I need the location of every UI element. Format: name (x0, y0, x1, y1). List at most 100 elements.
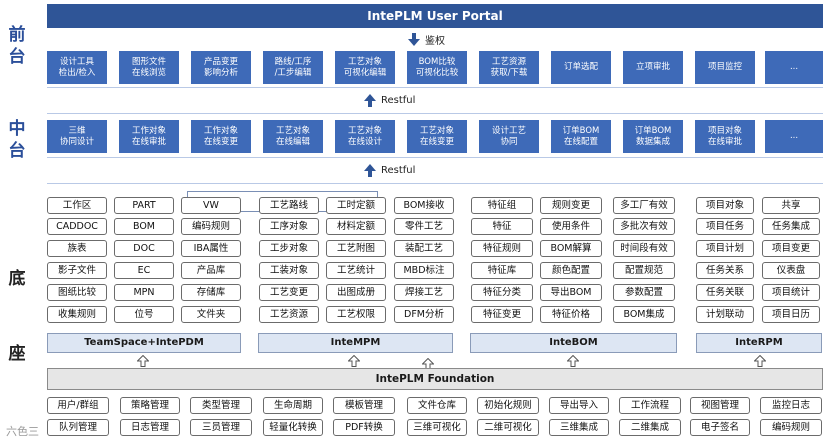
foundation-service-chip: 三员管理 (190, 419, 252, 436)
middle-function-box: 工艺对象 在线变更 (407, 120, 467, 153)
hollow-up-arrow-icon (566, 352, 580, 367)
foundation-service-chip: 文件仓库 (407, 397, 467, 414)
portal-title-bar: IntePLM User Portal (47, 4, 823, 28)
front-function-box: 路线/工序 /工步编辑 (263, 51, 323, 84)
front-function-box: 图形文件 在线浏览 (119, 51, 179, 84)
rpm-module-chip: 项目变更 (762, 240, 820, 257)
pdm-module-chip: CADDOC (47, 218, 107, 235)
mpm-module-chip: 工艺附图 (326, 240, 386, 257)
middle-divider (47, 157, 823, 158)
hollow-up-arrow-icon (347, 352, 361, 367)
pdm-module-chip: 文件夹 (181, 306, 241, 323)
bom-module-chip: 参数配置 (613, 284, 675, 301)
middle-char-1: 中 (8, 119, 26, 139)
mpm-module-chip: 工装对象 (259, 262, 319, 279)
pdm-module-chip: MPN (114, 284, 174, 301)
hollow-up-arrow-icon (136, 352, 150, 367)
bom-module-chip: 使用条件 (540, 218, 602, 235)
bom-module-chip: 导出BOM (540, 284, 602, 301)
rpm-module-chip: 项目任务 (696, 218, 754, 235)
front-char-2: 台 (8, 47, 26, 67)
foundation-service-chip: 三维可视化 (407, 419, 467, 436)
bom-module-chip: 特征变更 (471, 306, 533, 323)
foundation-service-chip: 编码规则 (760, 419, 822, 436)
pdm-module-chip: BOM (114, 218, 174, 235)
base-stage-label-1: 底 (8, 269, 26, 289)
auth-label: 鉴权 (425, 35, 445, 47)
foundation-service-chip: 日志管理 (120, 419, 180, 436)
pdm-module-chip: 收集规则 (47, 306, 107, 323)
restful-label-2: Restful (381, 164, 416, 176)
bom-module-chip: 多批次有效 (613, 218, 675, 235)
rpm-module-chip: 任务关联 (696, 284, 754, 301)
front-function-box: ... (765, 51, 823, 84)
restful-connector-1: Restful (364, 92, 415, 108)
mpm-module-chip: 装配工艺 (394, 240, 454, 257)
pdm-module-chip: 存储库 (181, 284, 241, 301)
bom-module-chip: 特征分类 (471, 284, 533, 301)
foundation-service-chip: 视图管理 (690, 397, 750, 414)
mpm-module-chip: MBD标注 (394, 262, 454, 279)
foundation-service-chip: 监控日志 (760, 397, 822, 414)
mpm-module-chip: 工艺资源 (259, 306, 319, 323)
hollow-up-arrow-icon (421, 355, 435, 370)
bom-module-chip: 特征价格 (540, 306, 602, 323)
base-stage-label-2: 座 (8, 344, 26, 364)
pdm-module-chip: DOC (114, 240, 174, 257)
mpm-module-chip: 材料定额 (326, 218, 386, 235)
front-function-box: BOM比较 可视化比较 (407, 51, 467, 84)
rpm-module-chip: 项目统计 (762, 284, 820, 301)
foundation-service-chip: PDF转换 (333, 419, 395, 436)
bom-module-chip: BOM解算 (540, 240, 602, 257)
pdm-bar: TeamSpace+IntePDM (47, 333, 241, 353)
middle-top-divider (47, 113, 823, 114)
middle-function-box: 工艺对象 在线编辑 (263, 120, 323, 153)
front-function-box: 设计工具 检出/检入 (47, 51, 107, 84)
bom-bar: InteBOM (470, 333, 677, 353)
middle-function-box: 订单BOM 数据集成 (623, 120, 683, 153)
up-arrow-icon (364, 163, 376, 177)
middle-function-box: 工艺对象 在线设计 (335, 120, 395, 153)
rpm-module-chip: 项目计划 (696, 240, 754, 257)
mpm-module-chip: 焊接工艺 (394, 284, 454, 301)
foundation-bar: IntePLM Foundation (47, 368, 823, 390)
front-function-box: 立项审批 (623, 51, 683, 84)
middle-function-box: 工作对象 在线变更 (191, 120, 251, 153)
pdm-module-chip: 族表 (47, 240, 107, 257)
mpm-module-chip: DFM分析 (394, 306, 454, 323)
mpm-bar: InteMPM (258, 333, 453, 353)
rpm-module-chip: 任务集成 (762, 218, 820, 235)
rpm-module-chip: 共享 (762, 197, 820, 214)
bom-module-chip: 颜色配置 (540, 262, 602, 279)
front-function-box: 工艺资源 获取/下载 (479, 51, 539, 84)
front-divider (47, 87, 823, 88)
pdm-module-chip: 图纸比较 (47, 284, 107, 301)
mpm-module-chip: 工艺变更 (259, 284, 319, 301)
middle-function-box: 三维 协同设计 (47, 120, 107, 153)
foundation-service-chip: 工作流程 (619, 397, 681, 414)
middle-function-box: 项目对象 在线审批 (695, 120, 755, 153)
bom-module-chip: 配置规范 (613, 262, 675, 279)
hollow-up-arrow-icon (753, 352, 767, 367)
mpm-module-chip: BOM接收 (394, 197, 454, 214)
bom-module-chip: BOM集成 (613, 306, 675, 323)
bom-module-chip: 特征库 (471, 262, 533, 279)
mpm-module-chip: 工艺权限 (326, 306, 386, 323)
rpm-module-chip: 项目日历 (762, 306, 820, 323)
base-top-divider (47, 183, 823, 184)
middle-stage-label: 中 台 (4, 118, 30, 162)
mpm-module-chip: 工序对象 (259, 218, 319, 235)
bom-module-chip: 特征组 (471, 197, 533, 214)
mpm-module-chip: 出图成册 (326, 284, 386, 301)
foundation-service-chip: 队列管理 (47, 419, 109, 436)
foundation-service-chip: 类型管理 (190, 397, 252, 414)
foundation-service-chip: 用户/群组 (47, 397, 109, 414)
bom-module-chip: 规则变更 (540, 197, 602, 214)
up-arrow-icon (364, 93, 376, 107)
rpm-module-chip: 计划联动 (696, 306, 754, 323)
restful-label-1: Restful (381, 94, 416, 106)
pdm-module-chip: 影子文件 (47, 262, 107, 279)
front-char-1: 前 (8, 25, 26, 45)
front-function-box: 产品变更 影响分析 (191, 51, 251, 84)
bom-module-chip: 多工厂有效 (613, 197, 675, 214)
